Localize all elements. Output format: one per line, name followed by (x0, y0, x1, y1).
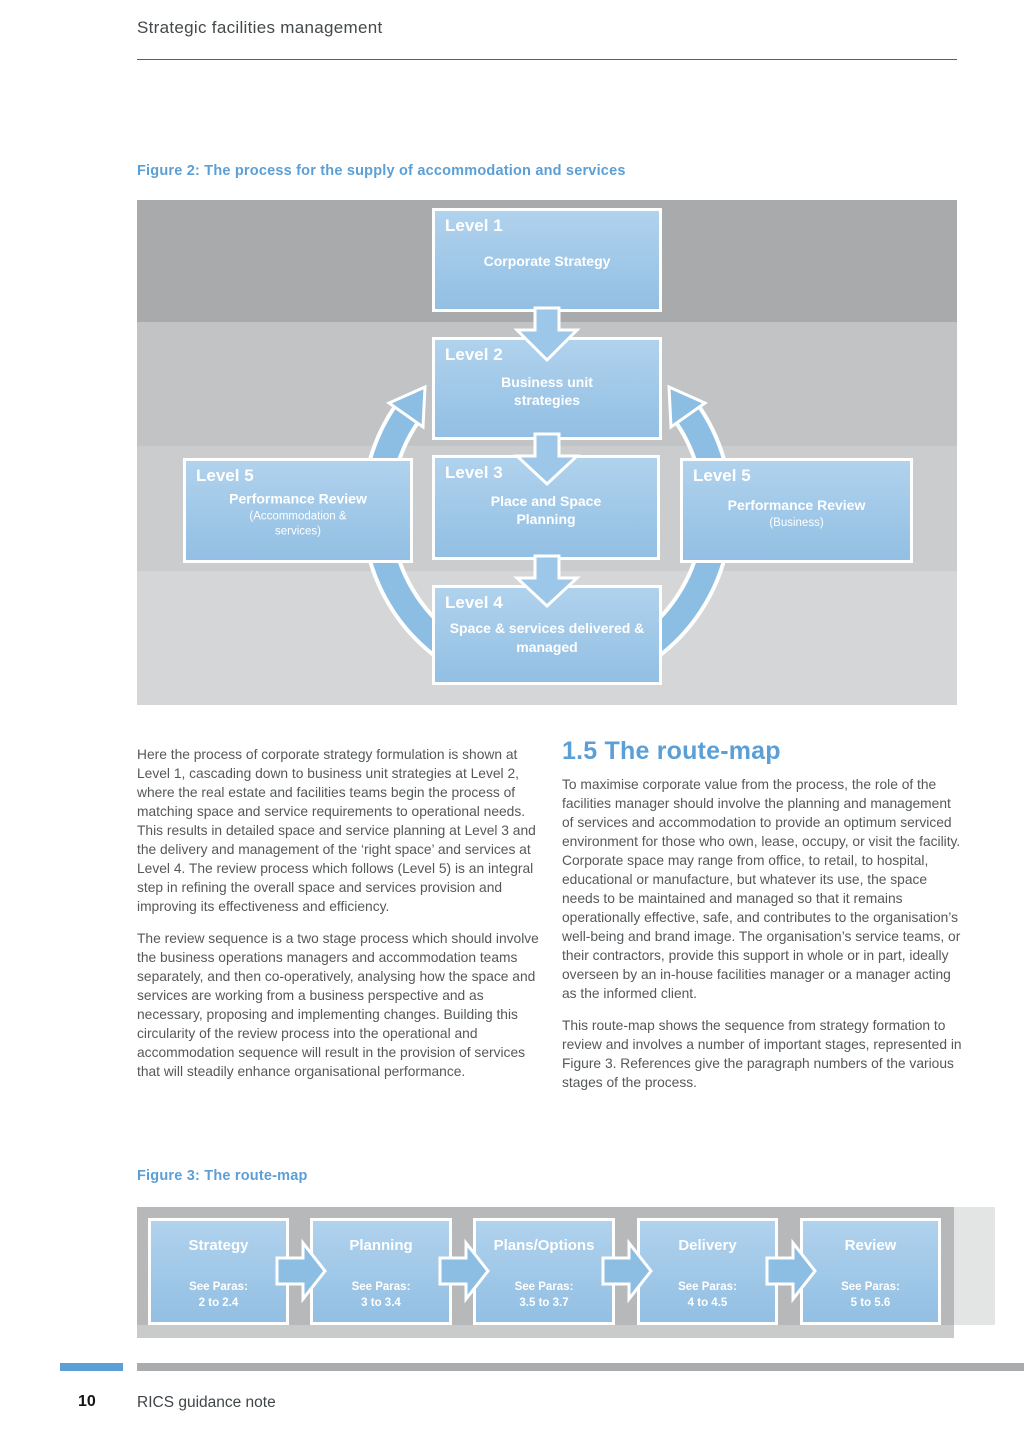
footer-rule-bar (137, 1363, 1024, 1371)
stage-strategy-box: Strategy See Paras: 2 to 2.4 (148, 1218, 289, 1325)
figure3-caption: Figure 3: The route-map (137, 1168, 308, 1184)
box-title: Corporate Strategy (483, 253, 611, 270)
footer-text: RICS guidance note (137, 1394, 276, 1411)
figure2-caption: Figure 2: The process for the supply of … (137, 163, 626, 179)
level-3-box: Level 3 Place and Space Planning (432, 455, 660, 560)
body-column-right: 1.5 The route-map To maximise corporate … (562, 737, 962, 1105)
box-title: Place and Space Planning (490, 492, 602, 528)
stage-title: Planning (349, 1237, 413, 1254)
paras-range: 3 to 3.4 (361, 1296, 401, 1309)
see-paras-label: See Paras: (351, 1280, 411, 1293)
level-label: Level 3 (445, 463, 503, 482)
header-rule (137, 59, 957, 60)
level-label: Level 5 (693, 466, 751, 485)
stage-delivery-box: Delivery See Paras: 4 to 4.5 (637, 1218, 778, 1325)
box-title: Space & services delivered & managed (449, 620, 645, 656)
stage-title: Review (844, 1237, 897, 1254)
paras-range: 3.5 to 3.7 (519, 1296, 569, 1309)
see-paras-label: See Paras: (514, 1280, 574, 1293)
see-paras-label: See Paras: (678, 1280, 737, 1293)
see-paras-label: See Paras: (189, 1280, 248, 1293)
level-2-box: Level 2 Business unit strategies (432, 337, 662, 440)
level-label: Level 1 (445, 216, 503, 235)
box-subtitle: (Business) (769, 517, 824, 530)
stage-review-box: Review See Paras: 5 to 5.6 (800, 1218, 941, 1325)
left-cycle-arrowhead-icon (385, 384, 427, 430)
level-5-accommodation-box: Level 5 Performance Review (Accommodatio… (183, 458, 413, 563)
stage-title: Plans/Options (493, 1237, 595, 1254)
level-1-box: Level 1 Corporate Strategy (432, 208, 662, 312)
level-label: Level 5 (196, 466, 254, 485)
body-column-left: Here the process of corporate strategy f… (137, 745, 541, 1094)
paragraph: The review sequence is a two stage proce… (137, 931, 539, 1079)
paras-range: 4 to 4.5 (687, 1296, 728, 1309)
box-title: Performance Review (727, 496, 866, 513)
paragraph: To maximise corporate value from the pro… (562, 777, 961, 1001)
stage-planning-box: Planning See Paras: 3 to 3.4 (310, 1218, 452, 1325)
box-title: Business unit strategies (501, 373, 593, 409)
running-header: Strategic facilities management (137, 18, 383, 37)
level-label: Level 2 (445, 345, 503, 364)
right-cycle-arrowhead-icon (667, 384, 709, 430)
paras-range: 5 to 5.6 (850, 1296, 891, 1309)
figure3-band-right-strip (954, 1207, 995, 1325)
level-label: Level 4 (445, 593, 503, 612)
paragraph: This route-map shows the sequence from s… (562, 1018, 962, 1090)
level-4-box: Level 4 Space & services delivered & man… (432, 585, 662, 685)
paragraph: Here the process of corporate strategy f… (137, 747, 536, 914)
stage-title: Strategy (188, 1237, 249, 1254)
level-5-business-box: Level 5 Performance Review (Business) (680, 458, 913, 563)
stage-plans-options-box: Plans/Options See Paras: 3.5 to 3.7 (473, 1218, 615, 1325)
section-heading: 1.5 The route-map (562, 737, 781, 765)
stage-title: Delivery (678, 1237, 737, 1254)
see-paras-label: See Paras: (841, 1280, 900, 1293)
figure2-diagram: Level 1 Corporate Strategy Level 2 Busin… (137, 200, 957, 705)
paras-range: 2 to 2.4 (198, 1296, 239, 1309)
figure2-boxes: Level 1 Corporate Strategy Level 2 Busin… (137, 200, 957, 705)
box-subtitle: (Accommodation & services) (249, 511, 347, 539)
page-number: 10 (78, 1393, 96, 1410)
footer-accent-bar (60, 1363, 123, 1371)
box-title: Performance Review (229, 490, 367, 507)
figure3-band-bottom-strip (137, 1325, 954, 1338)
figure3-diagram: Strategy See Paras: 2 to 2.4 Planning Se… (137, 1207, 997, 1340)
